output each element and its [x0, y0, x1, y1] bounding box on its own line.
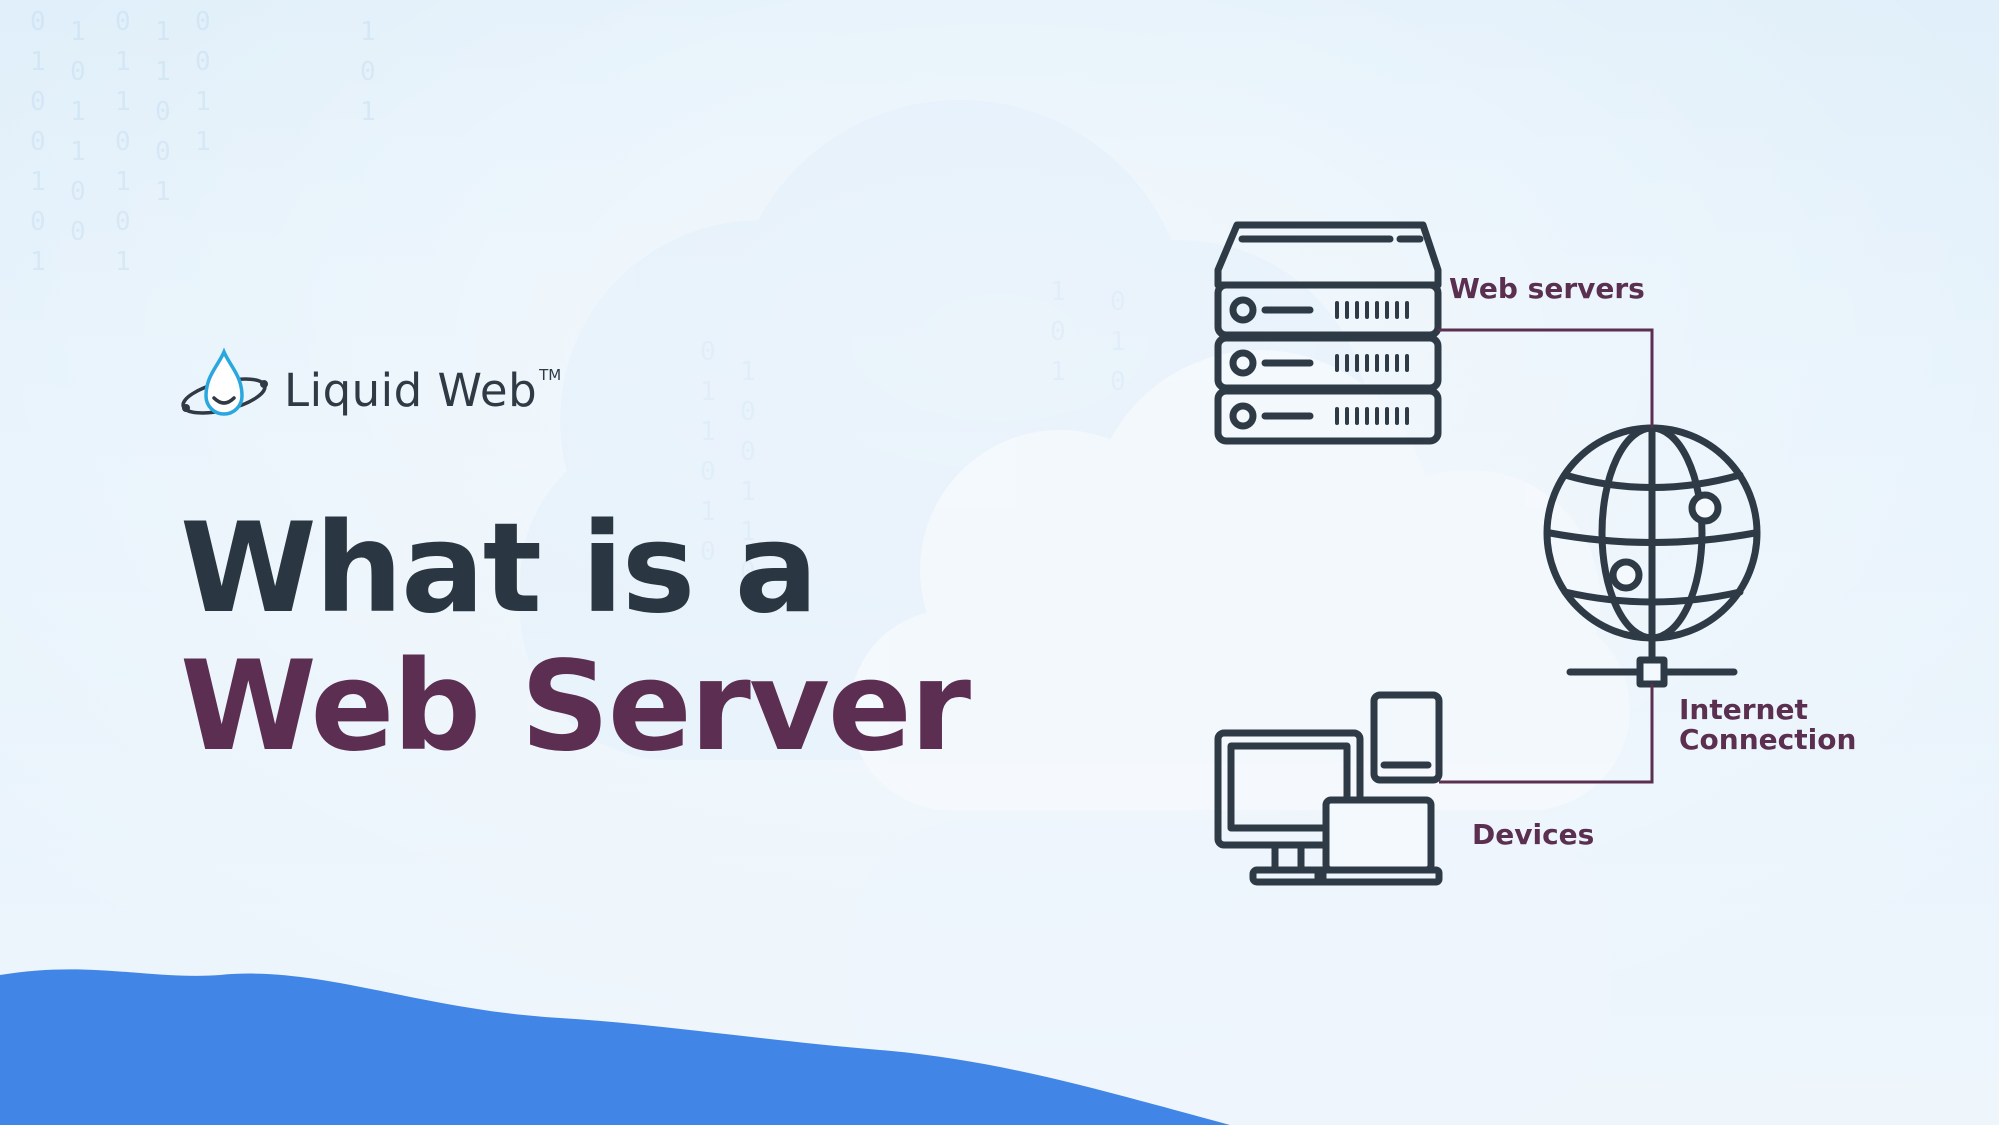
- svg-text:1: 1: [70, 97, 86, 127]
- svg-text:0: 0: [155, 137, 171, 167]
- internet-label-line-2: Connection: [1679, 723, 1857, 756]
- svg-text:0: 0: [30, 87, 46, 117]
- svg-text:1: 1: [115, 247, 131, 277]
- svg-text:1: 1: [30, 47, 46, 77]
- globe-icon: [1543, 424, 1761, 688]
- svg-text:1: 1: [360, 97, 376, 127]
- page-title: What is a Web Server: [180, 497, 971, 779]
- svg-text:0: 0: [70, 57, 86, 87]
- liquid-web-logo-icon: [181, 347, 268, 416]
- foreground-cloud: [850, 350, 1630, 810]
- server-rack-icon: [1214, 221, 1442, 445]
- connector-lines: [1438, 328, 1654, 784]
- svg-text:1: 1: [155, 177, 171, 207]
- svg-text:0: 0: [30, 127, 46, 157]
- web-server-diagram: [1214, 221, 1761, 886]
- svg-text:0: 0: [70, 177, 86, 207]
- svg-text:0: 0: [30, 207, 46, 237]
- devices-label: Devices: [1472, 818, 1595, 851]
- svg-text:0: 0: [30, 7, 46, 37]
- svg-text:1: 1: [70, 137, 86, 167]
- svg-text:0: 0: [195, 7, 211, 37]
- svg-text:1: 1: [155, 57, 171, 87]
- svg-text:1: 1: [360, 17, 376, 47]
- web-servers-label: Web servers: [1449, 272, 1645, 305]
- svg-text:0: 0: [115, 207, 131, 237]
- title-line-2: Web Server: [180, 635, 971, 779]
- brand: Liquid Web TM: [178, 346, 561, 430]
- svg-text:1: 1: [195, 127, 211, 157]
- devices-icon: [1214, 691, 1443, 886]
- svg-text:0: 0: [195, 47, 211, 77]
- svg-text:0: 0: [155, 97, 171, 127]
- svg-text:0: 0: [70, 217, 86, 247]
- brand-name: Liquid Web: [284, 363, 538, 417]
- server-led-bars: [1335, 301, 1409, 425]
- svg-text:1: 1: [30, 247, 46, 277]
- svg-text:1: 1: [70, 17, 86, 47]
- svg-text:1: 1: [115, 87, 131, 117]
- svg-text:1: 1: [30, 167, 46, 197]
- svg-text:1: 1: [115, 167, 131, 197]
- svg-text:1: 1: [155, 17, 171, 47]
- svg-text:1: 1: [195, 87, 211, 117]
- internet-label-line-1: Internet: [1679, 693, 1808, 726]
- brand-trademark: TM: [539, 366, 562, 384]
- blue-wave: [0, 969, 1230, 1125]
- svg-text:1: 1: [115, 47, 131, 77]
- svg-text:0: 0: [115, 127, 131, 157]
- svg-text:0: 0: [115, 7, 131, 37]
- title-line-1: What is a: [180, 497, 818, 641]
- internet-connection-label: Internet Connection: [1679, 695, 1856, 755]
- svg-text:0: 0: [360, 57, 376, 87]
- cloud-reflection: [850, 820, 1610, 1120]
